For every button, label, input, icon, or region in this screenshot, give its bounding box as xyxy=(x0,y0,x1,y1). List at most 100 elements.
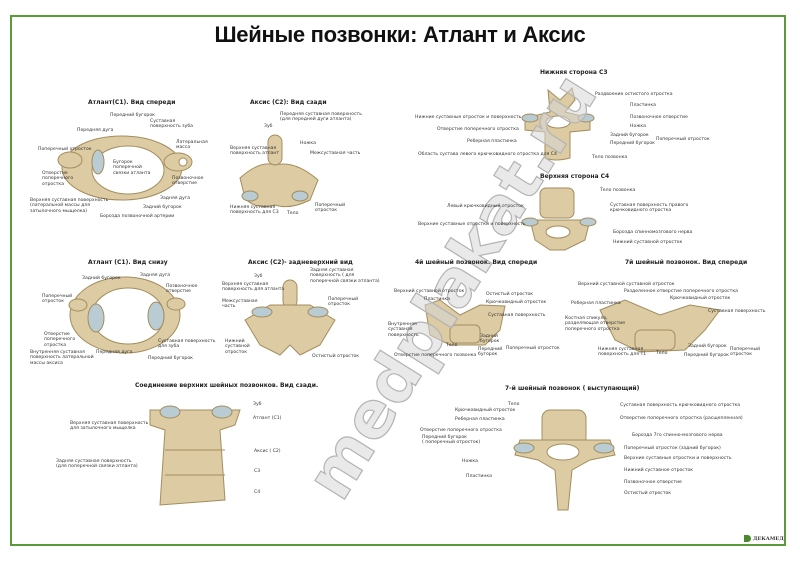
c4-front-label: Отверстие поперечного позвонка xyxy=(394,353,477,358)
upper-junction-illustration xyxy=(149,405,241,506)
axis-back-label: Верхняя суставная поверхность атлант xyxy=(230,146,280,157)
c7-front-label: Реберная пластинка xyxy=(571,301,621,306)
upper-junction-label: С4 xyxy=(254,490,261,495)
upper-junction-label: Зуб xyxy=(253,402,262,407)
upper-junction-title: Соединение верхних шейных позвонков. Вид… xyxy=(135,382,319,389)
axis-back-label: Передняя суставная поверхность (для пере… xyxy=(280,112,362,123)
axis-posterosuperior-label: Нижний суставной отросток xyxy=(225,339,250,355)
c3-lower-label: Позвоночное отверстие xyxy=(630,115,688,120)
atlas-below-label: Суставная поверхность для зуба xyxy=(158,339,216,350)
c4-front-label: Передний бугорок xyxy=(478,347,503,358)
atlas-front-label: Задняя дуга xyxy=(160,196,191,201)
c4-front-label: Тело xyxy=(446,343,458,348)
atlas-front-label: Позвоночное отверстие xyxy=(172,176,204,187)
atlas-below-label: Отверстие поперечного отростка xyxy=(44,332,76,348)
c3-lower-label: Область сустава левого крючковидного отр… xyxy=(418,152,557,157)
c7-front-label: Костная спикула, разделяющая отверстие п… xyxy=(565,316,626,332)
atlas-below-label: Передняя дуга xyxy=(96,350,133,355)
atlas-below-title: Атлант (С1). Вид снизу xyxy=(88,259,168,266)
c7-front-label: Тело xyxy=(656,351,668,356)
c7-prominens-title: 7-й шейный позвонок ( выступающий) xyxy=(505,385,640,392)
c3-lower-title: Нижняя сторона С3 xyxy=(540,69,608,76)
c7-front-label: Суставная поверхность xyxy=(708,309,766,314)
c3-lower-label: Передний бугорок xyxy=(610,141,655,146)
poster-title: Шейные позвонки: Атлант и Аксис xyxy=(214,22,586,47)
axis-back-label: Зуб xyxy=(264,124,273,129)
axis-back-label: Нижняя суставная поверхность для С3 xyxy=(230,205,279,216)
c7-front-label: Задний бугорок xyxy=(688,344,727,349)
c7-prominens-label: Отверстие поперечного отростка (расщепле… xyxy=(620,416,743,421)
atlas-below-illustration xyxy=(68,276,186,354)
c3-lower-label: Поперечный отросток xyxy=(656,137,710,142)
publisher-logo: ДЕКАМЕД xyxy=(744,535,784,542)
c7-prominens-label: Суставная поверхность крючковидного отро… xyxy=(620,403,741,408)
c7-prominens-label: Борозда 7го спинно-мозгового нерва xyxy=(632,433,723,438)
atlas-front-label: Верхняя суставная поверхность (латеральн… xyxy=(30,198,109,214)
upper-junction-label: Атлант (С1) xyxy=(253,416,282,421)
c4-front-label: Верхний суставной отросток xyxy=(394,289,465,294)
c7-prominens-label: Поперечный отросток (задний бугорок) xyxy=(624,446,721,451)
c7-prominens-label: Крючковидный отросток xyxy=(455,408,516,413)
c4-upper-label: Борозда спинномозгового нерва xyxy=(613,230,693,235)
logo-text: ДЕКАМЕД xyxy=(753,535,784,542)
c7-prominens-illustration xyxy=(513,409,616,511)
c7-front-label: Поперечный отросток xyxy=(730,347,761,358)
upper-junction-label: Верхняя суставная поверхность для затыло… xyxy=(70,421,149,432)
axis-posterosuperior-label: Зуб xyxy=(254,274,263,279)
axis-posterosuperior-label: Межсуставная часть xyxy=(222,299,258,310)
atlas-front-label: Передний бугорок xyxy=(110,113,155,118)
upper-junction-label: Аксис ( С2) xyxy=(254,449,281,454)
c3-lower-label: Пластинка xyxy=(630,103,656,108)
upper-junction-label: Задняя суставная поверхность (для попере… xyxy=(56,459,138,470)
c3-lower-label: Отверстие поперечного отростка xyxy=(437,127,519,132)
atlas-below-label: Внутренняя суставная поверхность латерал… xyxy=(30,350,94,366)
c7-prominens-label: Отверстие поперечного отростка xyxy=(420,428,502,433)
atlas-below-label: Позвоночное отверстие xyxy=(166,284,198,295)
c7-prominens-label: Остистый отросток xyxy=(624,491,672,496)
axis-back-illustration xyxy=(239,134,319,208)
c3-lower-label: Задний бугорок xyxy=(610,133,649,138)
c7-prominens-label: Позвоночное отверстие xyxy=(624,480,682,485)
axis-posterosuperior-label: Остистый отросток xyxy=(312,354,360,359)
c3-lower-label: Нижние суставные отросток и поверхность xyxy=(415,115,522,120)
c3-lower-label: Ножка xyxy=(630,124,646,129)
c4-upper-label: Левый крючковидный отросток xyxy=(447,204,524,209)
c4-front-label: Крючковидный отросток xyxy=(486,300,547,305)
c7-front-label: Крючковидный отросток xyxy=(670,296,731,301)
atlas-front-label: Борозда позвоночной артерии xyxy=(100,214,175,219)
atlas-front-title: Атлант(С1). Вид спереди xyxy=(88,99,176,106)
axis-back-label: Тело xyxy=(287,211,299,216)
c7-prominens-label: Реберная пластинка xyxy=(455,417,505,422)
c7-front-label: Передний бугорок xyxy=(684,353,729,358)
axis-back-label: Поперечный отросток xyxy=(315,203,346,214)
c4-upper-label: Суставная поверхность правого крючковидн… xyxy=(610,203,689,214)
c3-lower-label: Тело позвонка xyxy=(592,155,628,160)
axis-posterosuperior-label: Задняя суставная поверхность ( для попер… xyxy=(310,268,380,284)
c4-front-label: Остистый отросток xyxy=(486,292,534,297)
atlas-below-label: Передний бугорок xyxy=(148,356,193,361)
axis-posterosuperior-label: Поперечный отросток xyxy=(328,297,359,308)
axis-posterosuperior-illustration xyxy=(244,279,336,356)
atlas-below-label: Задняя дуга xyxy=(140,273,171,278)
c4-front-label: Поперечный отросток xyxy=(506,346,560,351)
c7-front-illustration xyxy=(599,299,721,353)
c7-prominens-label: Нижний суставное отросток xyxy=(624,468,694,473)
atlas-front-label: Задний бугорок xyxy=(143,205,182,210)
c4-front-title: 4й шейный позвонок. Вид спереди xyxy=(415,259,538,266)
atlas-front-label: Передняя дуга xyxy=(77,128,114,133)
c7-prominens-label: Тело xyxy=(508,402,520,407)
c7-prominens-label: Пластинка xyxy=(466,474,492,479)
axis-back-label: Межсуставная часть xyxy=(310,151,361,156)
atlas-front-label: Латеральная масса xyxy=(176,140,208,151)
c3-lower-label: Реберная пластинка xyxy=(467,139,517,144)
c4-upper-title: Верхняя сторона С4 xyxy=(540,173,610,180)
c7-front-title: 7й шейный позвонок. Вид спереди xyxy=(625,259,748,266)
upper-junction-label: С3 xyxy=(254,469,261,474)
atlas-front-label: Бугорок поперечной связки атланта xyxy=(113,160,151,176)
c4-front-label: Внутренняя суставная поверхность xyxy=(388,322,419,338)
axis-back-label: Ножка xyxy=(300,141,316,146)
c4-front-label: Задний бугорок xyxy=(480,334,500,345)
c7-front-label: Верхний суставной суставной отросток xyxy=(578,282,675,287)
c4-upper-illustration xyxy=(521,187,597,251)
